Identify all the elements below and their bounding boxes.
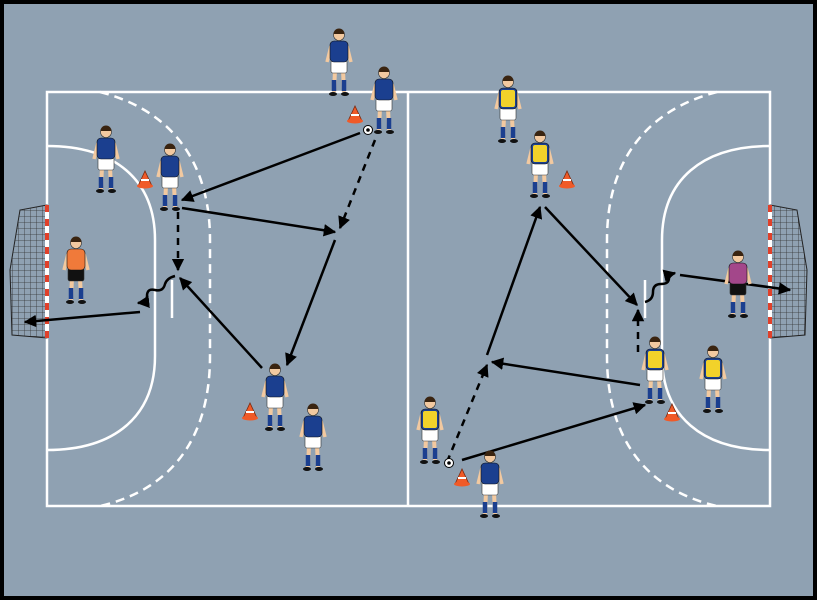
cone-icon xyxy=(559,170,575,189)
goalkeeper xyxy=(724,250,752,318)
dashed-pass-arrow xyxy=(338,139,377,230)
yellow-bib-player xyxy=(494,75,522,143)
blue-player xyxy=(92,125,120,193)
players xyxy=(62,28,752,518)
cone-icon xyxy=(242,402,258,421)
cone-icon xyxy=(347,105,363,124)
training-bib xyxy=(423,411,437,428)
right-free-throw-line xyxy=(605,90,718,508)
yellow-bib-player xyxy=(641,336,669,404)
yellow-bib-player xyxy=(416,396,444,464)
dashed-pass-arrow xyxy=(445,363,489,463)
blue-player xyxy=(156,143,184,211)
solid-run-arrow xyxy=(136,274,176,308)
right-goal xyxy=(768,204,808,339)
ball-icon xyxy=(363,125,373,135)
yellow-bib-player xyxy=(699,345,727,413)
training-bib xyxy=(501,90,515,107)
cone-icon xyxy=(454,468,470,487)
blue-player xyxy=(370,66,398,134)
blue-player xyxy=(476,450,504,518)
cone-icon xyxy=(664,403,680,422)
ball-icon xyxy=(444,458,454,468)
balls xyxy=(363,125,454,468)
left-goal xyxy=(9,204,49,339)
solid-run-arrow xyxy=(285,239,337,367)
solid-run-arrow xyxy=(23,310,141,328)
solid-run-arrow xyxy=(180,131,361,202)
solid-run-arrow xyxy=(461,402,647,462)
blue-player xyxy=(261,363,289,431)
training-bib xyxy=(533,145,547,162)
left-free-throw-line xyxy=(99,90,212,508)
solid-run-arrow xyxy=(644,269,677,304)
movement-arrows xyxy=(23,131,792,463)
training-bib xyxy=(706,360,720,377)
solid-run-arrow xyxy=(181,206,337,237)
right-goal-area-line xyxy=(660,144,771,452)
training-bib xyxy=(648,351,662,368)
blue-player xyxy=(325,28,353,96)
yellow-bib-player xyxy=(526,130,554,198)
solid-run-arrow xyxy=(179,277,263,369)
cones xyxy=(137,105,680,487)
blue-player xyxy=(299,403,327,471)
goalkeeper xyxy=(62,236,90,304)
solid-run-arrow xyxy=(544,206,638,306)
cone-icon xyxy=(137,170,153,189)
solid-run-arrow xyxy=(485,205,543,356)
solid-run-arrow xyxy=(490,357,641,387)
